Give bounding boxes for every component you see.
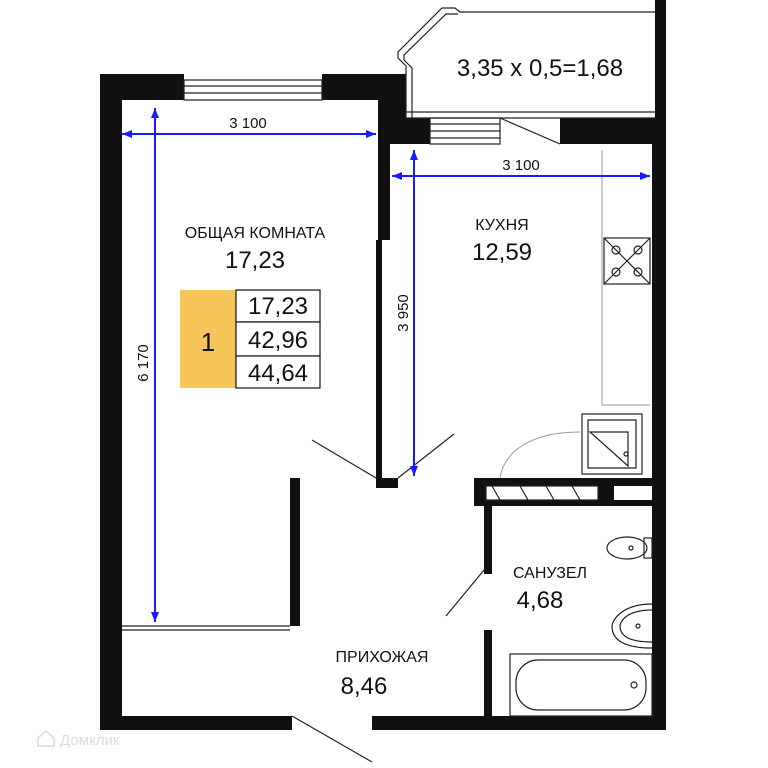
room-count: 1 (201, 327, 215, 357)
info-total-with-balcony: 44,64 (248, 360, 308, 387)
stove-icon (603, 237, 651, 285)
dimension-lines (122, 108, 650, 622)
washbasin-icon (611, 603, 653, 649)
living-window (183, 79, 323, 101)
wall-left-outer (100, 74, 122, 730)
kitchen-area: 12,59 (472, 239, 532, 266)
toilet-icon (606, 536, 653, 560)
balcony (397, 7, 655, 119)
living-room-area: 17,23 (225, 247, 285, 274)
wall-top-living-left (100, 74, 184, 100)
kitchen-counter (499, 150, 651, 479)
living-room-name: ОБЩАЯ КОМНАТА (185, 225, 326, 242)
kitchen-window (429, 117, 561, 145)
wall-partition-foot (376, 478, 398, 488)
walls (100, 0, 666, 730)
hallway-area: 8,46 (341, 673, 388, 700)
wall-top-kitchen-right (560, 118, 666, 144)
watermark: Домклик (37, 730, 120, 749)
watermark-text: Домклик (60, 732, 120, 749)
bathroom-name: САНУЗЕЛ (513, 565, 587, 582)
room-count-cell (180, 290, 236, 388)
doors (122, 433, 485, 763)
wall-bottom-left (100, 716, 292, 730)
wall-top-kitchen-left (396, 118, 430, 144)
wall-bath-top (474, 478, 666, 486)
wall-partition-lower (376, 240, 382, 482)
dim-living-width: 3 100 (229, 115, 267, 132)
dim-living-depth: 6 170 (135, 344, 152, 382)
house-logo-icon (37, 730, 55, 747)
apartment-info-box: 1 17,23 42,96 44,64 (180, 289, 321, 389)
sink-icon (581, 413, 643, 475)
wall-right-outer (652, 118, 666, 730)
wall-bath-top-2 (474, 500, 666, 506)
bathroom-fixtures (509, 536, 653, 717)
wall-bath-left-upper (484, 504, 492, 574)
info-living-area: 17,23 (248, 293, 308, 320)
wall-partition-upper (378, 144, 390, 240)
balcony-post (655, 0, 666, 118)
bathroom-area: 4,68 (517, 587, 564, 614)
info-total-area: 42,96 (248, 327, 308, 354)
wall-bottom-right (372, 716, 666, 730)
balcony-area-formula: 3,35 x 0,5=1,68 (457, 55, 623, 82)
wall-shaft-block (598, 484, 614, 502)
dim-kitchen-width: 3 100 (502, 157, 540, 174)
hallway-name: ПРИХОЖАЯ (336, 649, 429, 666)
wall-bath-left-lower (484, 630, 492, 716)
kitchen-name: КУХНЯ (475, 217, 528, 234)
dim-kitchen-depth: 3 950 (395, 294, 412, 332)
ventilation-shafts (485, 485, 599, 501)
wall-stub-living (290, 478, 300, 626)
bathtub-icon (509, 653, 653, 717)
